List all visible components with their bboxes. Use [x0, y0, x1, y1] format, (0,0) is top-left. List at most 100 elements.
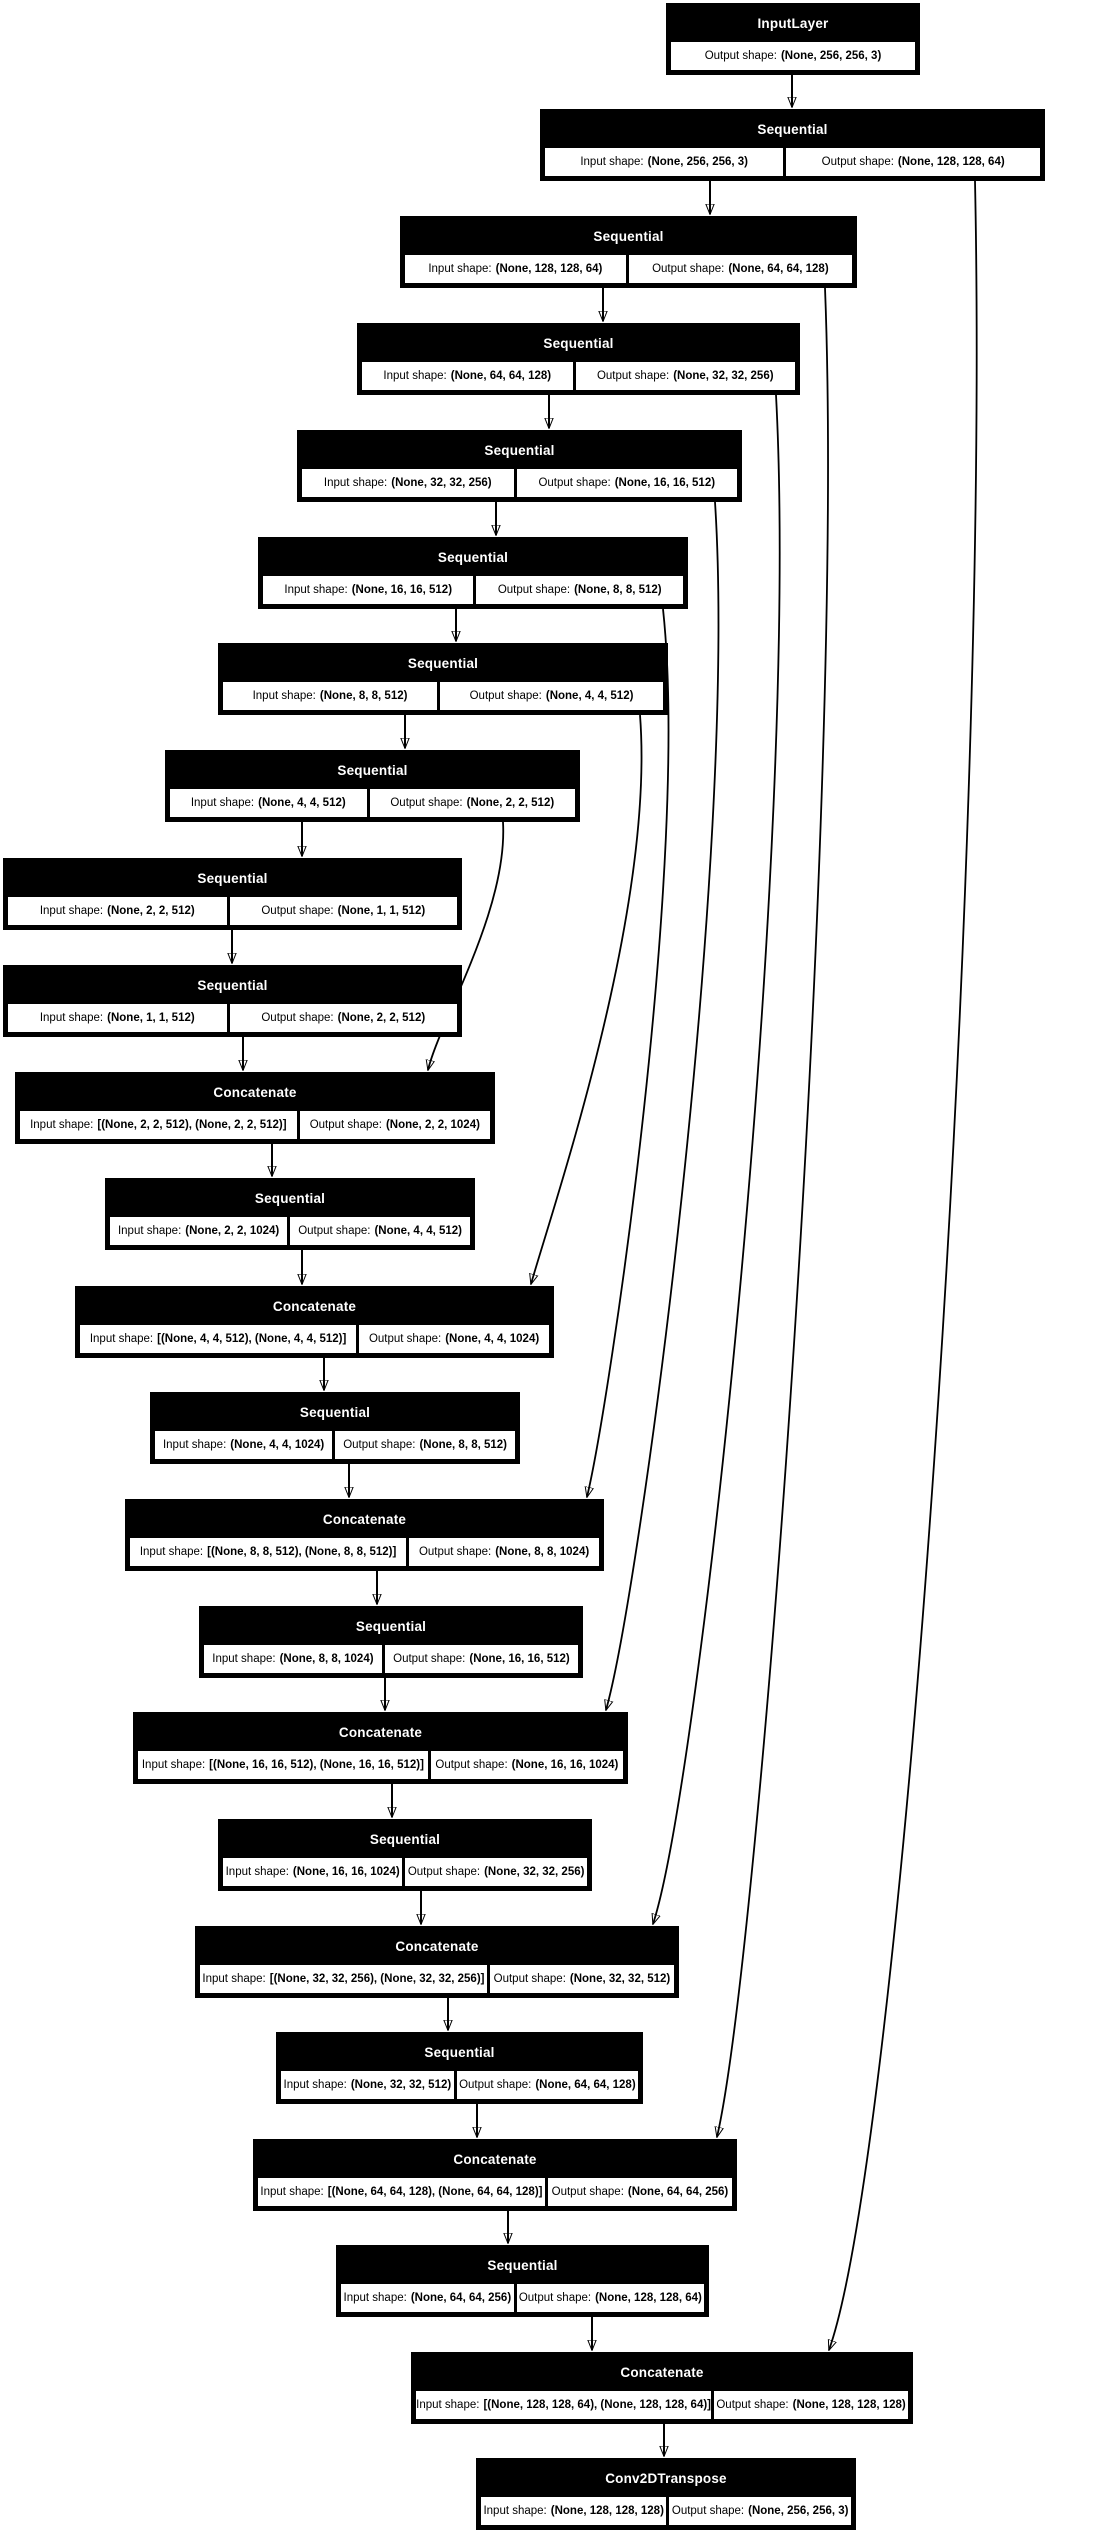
node-sequential-enc1: Sequential Input shape: (None, 256, 256,…: [540, 109, 1045, 181]
skip-edge-enc6-cat2: [531, 714, 643, 1284]
node-title: Concatenate: [338, 1725, 423, 1740]
shape-value: (None, 2, 2, 512): [466, 797, 555, 809]
shape-label: Output shape:: [418, 1546, 492, 1558]
input-shape-cell: Input shape: (None, 64, 64, 256): [341, 2284, 514, 2312]
node-title: Sequential: [757, 122, 828, 137]
shape-value: (None, 256, 256, 3): [748, 2505, 849, 2517]
shape-value: (None, 64, 64, 256): [627, 2186, 729, 2198]
shape-value: (None, 32, 32, 256): [391, 477, 492, 489]
node-conv2dtranspose: Conv2DTranspose Input shape: (None, 128,…: [476, 2458, 856, 2530]
node-concatenate-7: Concatenate Input shape: [(None, 128, 12…: [411, 2352, 913, 2424]
shape-label: Input shape:: [283, 2079, 347, 2091]
input-shape-cell: Input shape: (None, 256, 256, 3): [545, 148, 784, 176]
shape-label: Input shape:: [162, 1439, 227, 1451]
output-shape-cell: Output shape: (None, 16, 16, 512): [384, 1645, 579, 1673]
shape-label: Output shape:: [343, 1439, 416, 1451]
output-shape-cell: Output shape: (None, 2, 2, 512): [369, 789, 575, 817]
input-shape-cell: Input shape: (None, 2, 2, 1024): [110, 1217, 288, 1245]
shape-value: (None, 4, 4, 512): [374, 1225, 463, 1237]
input-shape-cell: Input shape: (None, 8, 8, 512): [223, 682, 438, 710]
node-title: Sequential: [437, 550, 509, 565]
skip-edge-enc2-cat6: [717, 287, 829, 2137]
shape-label: Input shape:: [212, 1653, 276, 1665]
node-title: Sequential: [487, 2258, 558, 2273]
input-shape-cell: Input shape: [(None, 64, 64, 128), (None…: [258, 2178, 545, 2206]
shape-value: (None, 16, 16, 512): [614, 477, 716, 489]
shape-label: Output shape:: [716, 2399, 789, 2411]
input-shape-cell: Input shape: (None, 128, 128, 64): [405, 255, 626, 283]
node-title: Sequential: [369, 1832, 441, 1847]
skip-edge-enc5-cat3: [587, 608, 670, 1497]
shape-value: (None, 1, 1, 512): [337, 905, 426, 917]
output-shape-cell: Output shape: (None, 32, 32, 256): [405, 1858, 587, 1886]
node-concatenate-6: Concatenate Input shape: [(None, 64, 64,…: [253, 2139, 737, 2211]
output-shape-cell: Output shape: (None, 128, 128, 64): [516, 2284, 704, 2312]
shape-label: Output shape:: [435, 1759, 508, 1771]
shape-label: Output shape:: [309, 1119, 382, 1131]
node-title: Sequential: [424, 2045, 495, 2060]
shape-value: (None, 16, 16, 512): [351, 584, 453, 596]
shape-label: Output shape:: [469, 690, 542, 702]
node-title: Sequential: [355, 1619, 427, 1634]
shape-value: (None, 128, 128, 64): [595, 2292, 702, 2304]
shape-value: (None, 64, 64, 128): [450, 370, 552, 382]
output-shape-cell: Output shape: (None, 2, 2, 512): [229, 1004, 457, 1032]
output-shape-cell: Output shape: (None, 64, 64, 128): [628, 255, 853, 283]
shape-label: Input shape:: [30, 1119, 94, 1131]
skip-edge-enc4-cat4: [606, 501, 720, 1710]
output-shape-cell: Output shape: (None, 4, 4, 512): [440, 682, 663, 710]
skip-edge-enc3-cat5: [653, 394, 781, 1924]
shape-label: Input shape:: [39, 905, 104, 917]
input-shape-cell: Input shape: (None, 32, 32, 256): [302, 469, 514, 497]
shape-label: Input shape:: [190, 797, 255, 809]
output-shape-cell: Output shape: (None, 8, 8, 512): [335, 1431, 515, 1459]
shape-label: Output shape:: [652, 263, 725, 275]
shape-value: (None, 16, 16, 1024): [511, 1759, 619, 1771]
shape-value: [(None, 64, 64, 128), (None, 64, 64, 128…: [327, 2186, 543, 2198]
input-shape-cell: Input shape: (None, 2, 2, 512): [8, 897, 227, 925]
shape-label: Input shape:: [89, 1333, 154, 1345]
shape-label: Output shape:: [538, 477, 611, 489]
shape-value: (None, 128, 128, 128): [550, 2505, 664, 2517]
input-shape-cell: Input shape: (None, 128, 128, 128): [481, 2497, 667, 2525]
node-concatenate-3: Concatenate Input shape: [(None, 8, 8, 5…: [125, 1499, 604, 1571]
output-shape-cell: Output shape: (None, 8, 8, 512): [476, 576, 684, 604]
input-shape-cell: Input shape: [(None, 4, 4, 512), (None, …: [80, 1325, 357, 1353]
output-shape-cell: Output shape: (None, 16, 16, 512): [516, 469, 737, 497]
shape-value: (None, 128, 128, 64): [897, 156, 1005, 168]
shape-label: Input shape:: [39, 1012, 104, 1024]
shape-value: (None, 2, 2, 512): [107, 905, 195, 917]
node-title: Sequential: [299, 1405, 371, 1420]
shape-value: (None, 32, 32, 256): [673, 370, 774, 382]
node-sequential-dec2: Sequential Input shape: (None, 4, 4, 102…: [150, 1392, 520, 1464]
input-shape-cell: Input shape: [(None, 128, 128, 64), (Non…: [416, 2391, 712, 2419]
output-shape-cell: Output shape: (None, 4, 4, 1024): [359, 1325, 550, 1353]
node-title: Concatenate: [322, 1512, 407, 1527]
shape-value: (None, 16, 16, 1024): [292, 1866, 400, 1878]
node-title: Sequential: [593, 229, 664, 244]
shape-label: Output shape:: [518, 2292, 592, 2304]
node-sequential-dec4: Sequential Input shape: (None, 16, 16, 1…: [218, 1819, 592, 1891]
output-shape-cell: Output shape: (None, 256, 256, 3): [671, 42, 915, 70]
skip-edge-enc7-cat1: [428, 821, 505, 1070]
input-shape-cell: Input shape: (None, 32, 32, 512): [281, 2071, 454, 2099]
output-shape-cell: Output shape: (None, 32, 32, 256): [575, 362, 795, 390]
shape-label: Output shape:: [821, 156, 894, 168]
node-title: Concatenate: [272, 1299, 357, 1314]
node-title: Sequential: [197, 978, 268, 993]
shape-label: Output shape:: [551, 2186, 624, 2198]
shape-label: Output shape:: [261, 905, 334, 917]
input-shape-cell: Input shape: (None, 16, 16, 512): [263, 576, 474, 604]
shape-value: (None, 128, 128, 128): [792, 2399, 906, 2411]
shape-label: Input shape:: [260, 2186, 324, 2198]
output-shape-cell: Output shape: (None, 128, 128, 128): [714, 2391, 908, 2419]
shape-label: Output shape:: [497, 584, 571, 596]
shape-value: (None, 4, 4, 512): [258, 797, 346, 809]
shape-label: Input shape:: [323, 477, 388, 489]
node-title: InputLayer: [757, 16, 829, 31]
shape-value: [(None, 128, 128, 64), (None, 128, 128, …: [483, 2399, 711, 2411]
shape-label: Input shape:: [580, 156, 644, 168]
shape-value: (None, 1, 1, 512): [107, 1012, 195, 1024]
node-title: Sequential: [337, 763, 408, 778]
